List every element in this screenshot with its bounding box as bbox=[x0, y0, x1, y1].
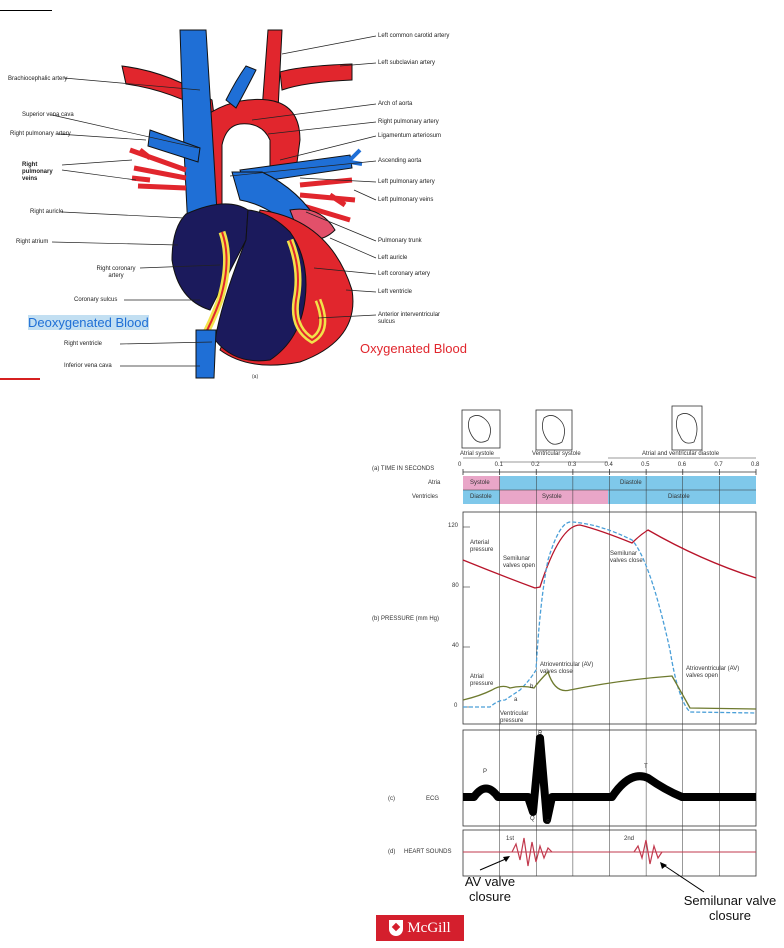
atria-systole-text: Systole bbox=[470, 480, 490, 486]
annotation-a: a bbox=[514, 697, 518, 703]
top-rule bbox=[0, 10, 52, 11]
label-left-pulmonary-artery: Left pulmonary artery bbox=[378, 179, 435, 185]
atria-diastole-text: Diastole bbox=[620, 480, 642, 486]
phase-atrial-systole: Atrial systole bbox=[460, 451, 495, 457]
pressure-tick-120: 120 bbox=[448, 523, 459, 529]
right-atrium bbox=[171, 203, 249, 311]
brachio-vein bbox=[225, 65, 257, 109]
pressure-tick-80: 80 bbox=[452, 583, 459, 589]
time-tick-label: 0.2 bbox=[531, 462, 540, 468]
deoxygenated-label: Deoxygenated Blood bbox=[28, 315, 149, 330]
arterial-pressure-curve bbox=[462, 524, 757, 589]
av-closure-label: AV valve closure bbox=[464, 874, 516, 904]
label-left-subclavian: Left subclavian artery bbox=[378, 60, 436, 66]
label-right-pulmonary-artery: Right pulmonary artery bbox=[10, 131, 71, 137]
first-sound-label: 1st bbox=[506, 836, 515, 842]
annotation-av-open: Atrioventricular (AV) valves open bbox=[686, 666, 740, 679]
ventricles-label: Ventricles bbox=[412, 494, 439, 500]
second-sound-label: 2nd bbox=[624, 836, 635, 842]
label-ligamentum: Ligamentum arteriosum bbox=[378, 133, 442, 139]
time-tick-label: 0.4 bbox=[604, 462, 613, 468]
ventricle-diastole-bar-2 bbox=[608, 490, 756, 504]
oxygenated-label: Oxygenated Blood bbox=[360, 341, 467, 356]
ventricle-diastole-text-1: Diastole bbox=[470, 494, 492, 500]
label-inferior-vena-cava: Inferior vena cava bbox=[64, 363, 112, 369]
label-right-atrium: Right atrium bbox=[16, 239, 49, 245]
annotation-ventricular: Ventricular pressure bbox=[500, 711, 529, 724]
sounds-text: HEART SOUNDS bbox=[404, 849, 452, 855]
ventricle-diastole-bar-1 bbox=[463, 490, 500, 504]
label-right-pulmonary-veins: Right pulmonary veins bbox=[22, 162, 53, 182]
atria-diastole-bar bbox=[500, 476, 756, 490]
red-mark bbox=[0, 378, 40, 380]
label-right-coronary-artery: Right coronary artery bbox=[96, 266, 136, 279]
label-left-pulmonary-veins: Left pulmonary veins bbox=[378, 197, 434, 203]
ecg-r: R bbox=[538, 731, 543, 737]
shield-icon bbox=[389, 920, 404, 936]
ecg-t: T bbox=[644, 764, 648, 770]
phase-diastole: Atrial and ventricular diastole bbox=[642, 451, 720, 457]
label-pulmonary-trunk: Pulmonary trunk bbox=[378, 238, 422, 244]
annotation-arterial: Arterial pressure bbox=[470, 540, 494, 553]
label-ascending-aorta: Ascending aorta bbox=[378, 158, 422, 164]
aortic-arch bbox=[199, 98, 301, 216]
label-right-auricle: Right auricle bbox=[30, 209, 64, 215]
time-tick-label: 0.3 bbox=[567, 462, 577, 468]
mcgill-text: McGill bbox=[407, 919, 451, 936]
ecg-q: Q bbox=[530, 816, 535, 822]
ventricular-systole-icon bbox=[535, 409, 573, 451]
label-right-pulmonary-artery-r: Right pulmonary artery bbox=[378, 119, 439, 125]
phase-ventricular-systole: Ventricular systole bbox=[532, 451, 581, 457]
label-right-ventricle: Right ventricle bbox=[64, 341, 103, 347]
label-coronary-sulcus: Coronary sulcus bbox=[74, 297, 118, 303]
time-axis-label: (a) TIME IN SECONDS bbox=[372, 466, 435, 472]
ecg-panel-label: (c) bbox=[388, 796, 395, 802]
ecg-trace bbox=[463, 734, 756, 824]
time-tick-label: 0.6 bbox=[677, 462, 687, 468]
sounds-panel-label: (d) bbox=[388, 849, 396, 855]
annotation-atrial: Atrial pressure bbox=[470, 674, 494, 687]
annotation-b: b bbox=[530, 684, 534, 690]
pressure-axis-label: (b) PRESSURE (mm Hg) bbox=[372, 616, 440, 622]
ventricle-systole-bar bbox=[500, 490, 608, 504]
first-heart-sound bbox=[511, 837, 553, 867]
ecg-text: ECG bbox=[426, 796, 440, 802]
time-tick-label: 0 bbox=[458, 462, 462, 468]
annotation-semilunar-open: Semilunar valves open bbox=[503, 556, 536, 569]
label-brachiocephalic: Brachiocephalic artery bbox=[8, 76, 68, 82]
time-tick-label: 0.5 bbox=[641, 462, 650, 468]
label-superior-vena-cava: Superior vena cava bbox=[22, 112, 74, 118]
label-left-auricle: Left auricle bbox=[378, 255, 408, 261]
pressure-tick-0: 0 bbox=[454, 703, 458, 709]
atria-label: Atria bbox=[428, 480, 441, 486]
ecg-s: S bbox=[546, 820, 551, 826]
second-heart-sound bbox=[633, 839, 663, 865]
figure-tag: (a) bbox=[252, 374, 259, 380]
ventricle-diastole-text-2: Diastole bbox=[668, 494, 690, 500]
label-left-coronary-artery: Left coronary artery bbox=[378, 271, 431, 277]
pressure-tick-40: 40 bbox=[452, 643, 459, 649]
label-anterior-interventricular: Anterior interventricular sulcus bbox=[378, 312, 441, 325]
label-left-ventricle: Left ventricle bbox=[378, 289, 413, 295]
atrial-pressure-curve bbox=[462, 670, 757, 710]
ventricular-pressure-curve bbox=[463, 521, 757, 714]
time-tick-label: 0.1 bbox=[494, 462, 503, 468]
label-arch-of-aorta: Arch of aorta bbox=[378, 101, 413, 107]
semilunar-closure-label: Semilunar valve closure bbox=[683, 893, 777, 923]
mcgill-logo: McGill bbox=[376, 915, 464, 941]
annotation-av-close: Atrioventricular (AV) valves close bbox=[540, 662, 594, 675]
left-subclavian bbox=[279, 63, 353, 91]
time-tick-label: 0.8 bbox=[751, 462, 760, 468]
time-tick-label: 0.7 bbox=[714, 462, 723, 468]
annotation-semilunar-close: Semilunar valves close bbox=[610, 551, 643, 564]
ventricle-systole-text: Systole bbox=[542, 494, 562, 500]
label-left-common-carotid: Left common carotid artery bbox=[378, 33, 450, 39]
right-ventricle bbox=[214, 209, 307, 362]
ecg-p: P bbox=[483, 769, 488, 775]
atria-systole-bar bbox=[463, 476, 500, 490]
